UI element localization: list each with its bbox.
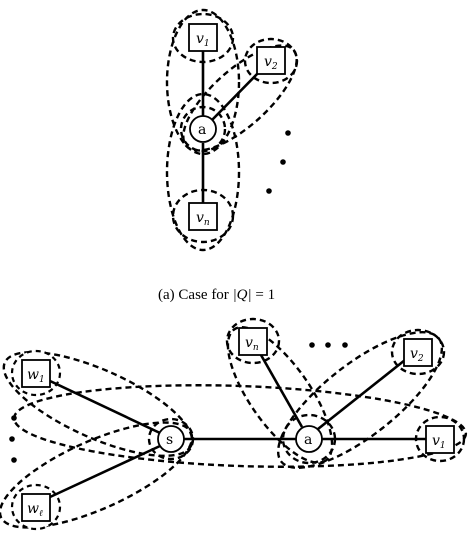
node-subscript: ℓ (39, 509, 43, 519)
svg-text:vn: vn (245, 335, 259, 353)
panel-b: w1 wℓ s a vn v2 v1 (0, 317, 468, 531)
edge-b-w1-s (49, 379, 161, 435)
node-label: s (166, 432, 173, 448)
edge-a-v2 (211, 70, 261, 121)
svg-text:v2: v2 (410, 346, 424, 364)
node-label: v (410, 346, 418, 362)
node-subscript: n (253, 343, 259, 353)
svg-text:w1: w1 (27, 367, 45, 385)
node-label: a (198, 122, 206, 138)
caption-eq: = 1 (255, 287, 275, 303)
node-a-a: a (189, 115, 217, 143)
svg-text:v1: v1 (432, 433, 446, 451)
node-subscript: 1 (39, 375, 45, 385)
ellipse-b-s-a-wide (12, 384, 468, 468)
node-label: v (264, 54, 272, 70)
edge-b-wl-s (49, 444, 161, 499)
ellipse-a-vn (165, 92, 241, 252)
ellipse-a-v2-inner (243, 37, 299, 85)
node-b-w1: w1 (21, 359, 51, 388)
node-subscript: 1 (440, 441, 446, 451)
node-b-s: s (157, 425, 185, 453)
node-subscript: 2 (417, 354, 424, 364)
ellipsis-dot (266, 188, 272, 194)
ellipsis-dot (342, 342, 348, 348)
ellipse-a-v2 (182, 44, 298, 152)
node-b-wl: wℓ (21, 493, 51, 522)
caption-label: (a) (158, 287, 175, 303)
node-label: w (27, 367, 39, 383)
node-label: v (196, 210, 204, 226)
ellipsis-dot (9, 436, 15, 442)
caption-a: (a) Case for |Q| = 1 (158, 287, 275, 303)
node-b-a: a (295, 425, 323, 453)
edge-b-vn-a (259, 354, 304, 428)
ellipsis-dot (11, 415, 17, 421)
ellipse-a-v1 (165, 8, 241, 156)
node-label: v (196, 31, 204, 47)
node-a-vn: vn (188, 202, 218, 231)
ellipse-b-v2-inner (390, 328, 446, 376)
svg-text:v2: v2 (264, 54, 278, 72)
ellipsis-dot (285, 130, 291, 136)
caption-lhs: |Q| (233, 287, 252, 303)
node-a-v1: v1 (188, 23, 218, 52)
svg-text:v1: v1 (196, 31, 210, 49)
ellipsis-dot (11, 457, 17, 463)
caption-text: Case for (178, 287, 228, 303)
node-subscript: 2 (271, 62, 278, 72)
ellipse-b-vn-inner (225, 317, 281, 365)
node-b-v2: v2 (403, 338, 433, 367)
node-label: v (245, 335, 253, 351)
node-b-v1: v1 (425, 425, 455, 454)
node-subscript: n (204, 218, 210, 228)
edge-b-v2-a (317, 358, 406, 431)
ellipse-b-vn (226, 326, 334, 464)
ellipsis-dot (280, 159, 286, 165)
svg-text:vn: vn (196, 210, 210, 228)
node-label: a (304, 432, 312, 448)
svg-text:wℓ: wℓ (27, 501, 43, 519)
node-subscript: 1 (204, 39, 210, 49)
node-b-vn: vn (238, 327, 268, 356)
panel-a: v1 v2 a vn (a) Case for |Q| = 1 (158, 8, 299, 303)
ellipsis-dot (325, 342, 331, 348)
ellipsis-dot (309, 342, 315, 348)
node-label: v (432, 433, 440, 449)
node-label: w (27, 501, 39, 517)
node-a-v2: v2 (256, 46, 286, 75)
